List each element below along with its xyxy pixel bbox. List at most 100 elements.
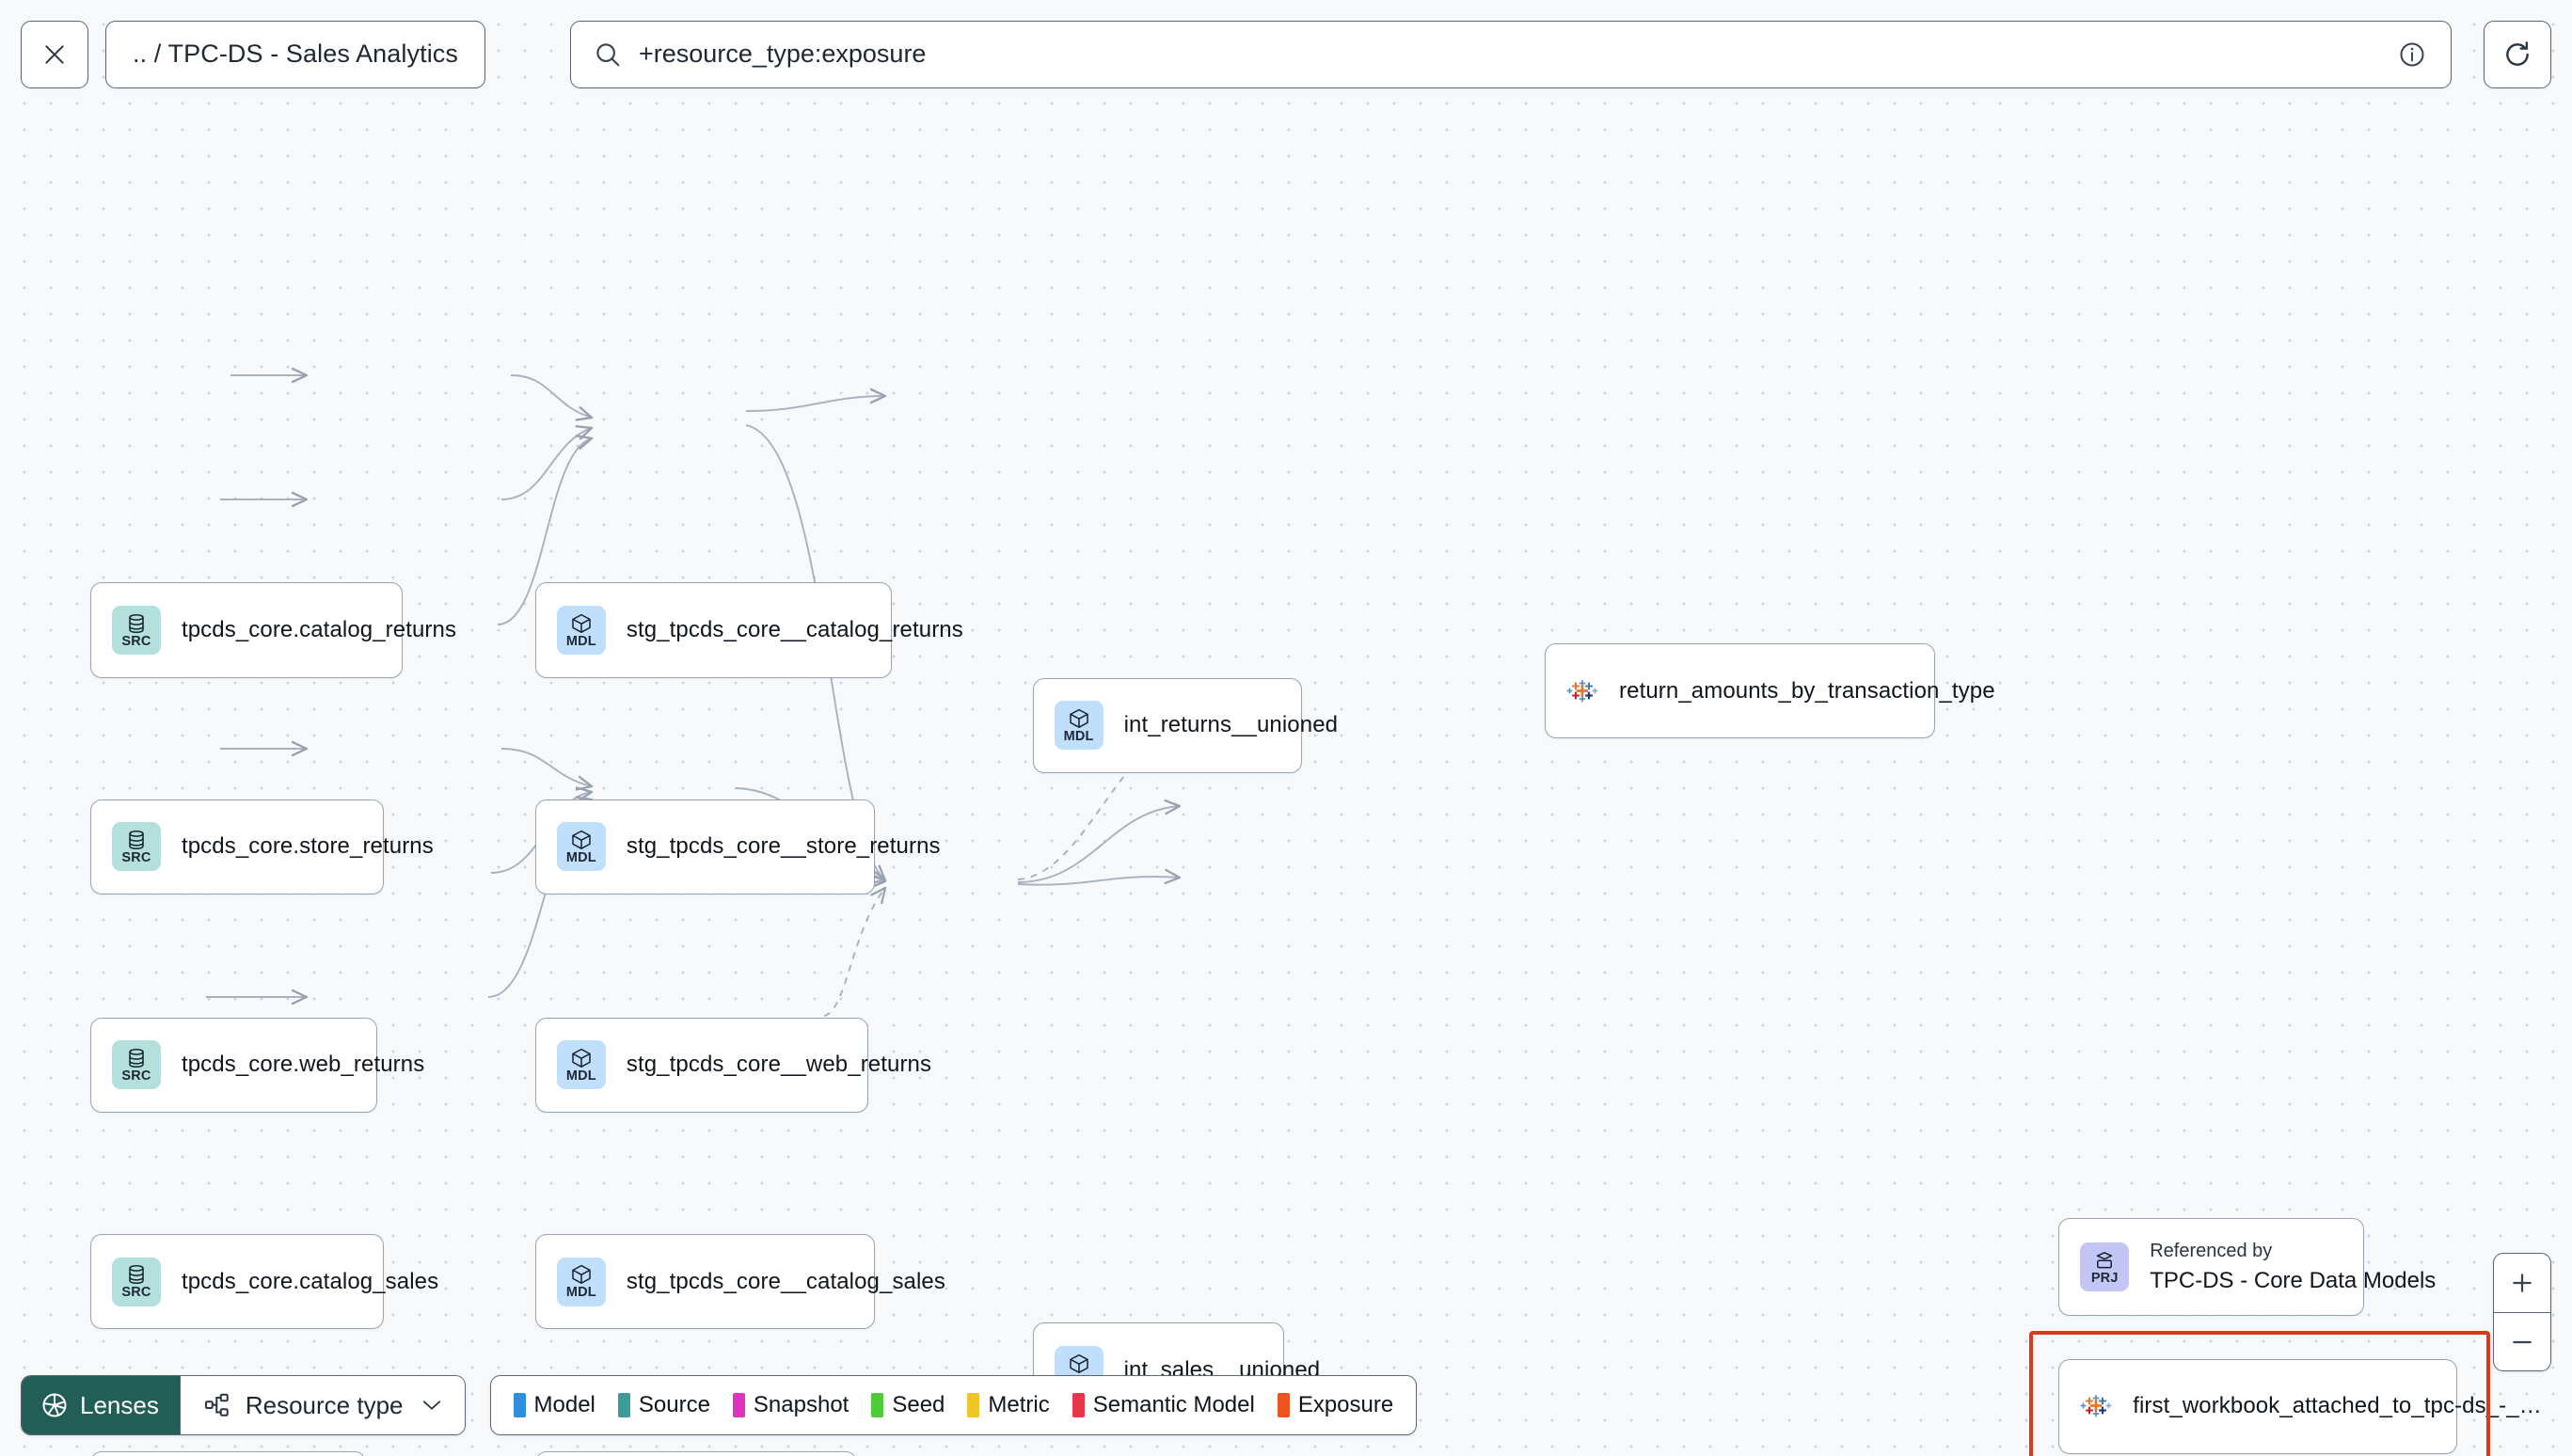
- project-badge: PRJ: [2080, 1242, 2130, 1292]
- bottom-toolbar: Lenses Resource type Model Source Snapshot…: [21, 1375, 1418, 1435]
- cube-icon: [572, 1265, 591, 1285]
- project-stack-icon: [2096, 1251, 2113, 1268]
- graph-node[interactable]: SRC tpcds_core.store_returns: [89, 799, 434, 895]
- zoom-in-button[interactable]: [2494, 1254, 2550, 1312]
- node-relation-label: Referenced by: [2150, 1240, 2273, 1261]
- legend-label: Seed: [892, 1392, 945, 1417]
- badge-text: MDL: [565, 849, 596, 865]
- database-icon: [129, 1048, 144, 1068]
- source-badge: SRC: [111, 1040, 161, 1090]
- database-icon: [129, 1265, 144, 1285]
- graph-node[interactable]: return_amounts_by_transaction_type: [1545, 643, 1995, 739]
- legend-label: Source: [638, 1392, 710, 1417]
- chevron-down-icon: [422, 1401, 440, 1410]
- search-icon: [596, 42, 620, 66]
- lenses-group: Lenses Resource type: [21, 1375, 466, 1435]
- model-badge: MDL: [556, 822, 606, 872]
- legend-swatch: [871, 1393, 884, 1417]
- close-button[interactable]: [21, 20, 88, 88]
- zoom-out-button[interactable]: [2494, 1312, 2550, 1370]
- legend-label: Metric: [988, 1392, 1050, 1417]
- node-label: stg_tpcds_core__catalog_sales: [626, 1268, 945, 1294]
- graph-node[interactable]: MDL int_returns__unioned: [1032, 677, 1338, 773]
- legend-item[interactable]: Metric: [967, 1392, 1050, 1418]
- badge-text: MDL: [565, 1285, 596, 1301]
- resource-type-dropdown[interactable]: Resource type: [179, 1376, 465, 1434]
- node-label: tpcds_core.catalog_returns: [181, 617, 457, 643]
- node-label: tpcds_core.store_returns: [181, 833, 434, 860]
- legend-label: Model: [533, 1392, 595, 1417]
- node-label: int_returns__unioned: [1123, 712, 1339, 738]
- badge-text: SRC: [121, 1068, 151, 1084]
- graph-node[interactable]: MDL stg_tpcds_core__web_returns: [534, 1017, 931, 1114]
- info-icon[interactable]: [2398, 40, 2426, 69]
- model-badge: MDL: [556, 1040, 606, 1090]
- node-label: stg_tpcds_core__store_returns: [626, 833, 941, 860]
- legend-swatch: [1277, 1393, 1290, 1417]
- cube-icon: [572, 1048, 591, 1068]
- legend-swatch: [732, 1393, 745, 1417]
- lenses-label: Lenses: [80, 1390, 159, 1419]
- search-bar[interactable]: +resource_type:exposure: [570, 20, 2452, 88]
- resource-type-legend: Model Source Snapshot Seed Metric Semantic Mo…: [489, 1375, 1418, 1435]
- cube-icon: [572, 613, 591, 633]
- legend-item[interactable]: Exposure: [1277, 1392, 1394, 1418]
- aperture-icon: [42, 1393, 67, 1417]
- source-badge: SRC: [111, 606, 161, 656]
- zoom-controls: [2493, 1253, 2551, 1371]
- cube-icon: [1069, 708, 1088, 728]
- legend-item[interactable]: Model: [513, 1392, 595, 1418]
- legend-item[interactable]: Source: [617, 1392, 710, 1418]
- node-body: Referenced by TPC-DS - Core Data Models: [2150, 1240, 2437, 1294]
- refresh-button[interactable]: [2484, 20, 2551, 88]
- legend-swatch: [617, 1393, 630, 1417]
- graph-node[interactable]: first_workbook_attached_to_tpc-ds_-_…: [2058, 1358, 2542, 1455]
- node-label: tpcds_core.web_returns: [181, 1052, 425, 1078]
- selection-highlight: [2028, 1331, 2491, 1456]
- graph-node[interactable]: MDL stg_tpcds_core__store_returns: [534, 799, 941, 895]
- badge-text: SRC: [121, 849, 151, 865]
- node-label: TPC-DS - Core Data Models: [2150, 1267, 2437, 1293]
- refresh-icon: [2506, 40, 2529, 66]
- source-badge: SRC: [111, 822, 161, 872]
- legend-swatch: [967, 1393, 980, 1417]
- lenses-button[interactable]: Lenses: [22, 1376, 180, 1434]
- legend-label: Exposure: [1297, 1392, 1394, 1417]
- resource-type-label: Resource type: [245, 1390, 404, 1419]
- tableau-exposure-icon: [1566, 679, 1598, 702]
- graph-node[interactable]: SRC tpcds_core.catalog_returns: [89, 582, 456, 678]
- legend-item[interactable]: Seed: [871, 1392, 945, 1418]
- model-badge: MDL: [556, 1257, 606, 1306]
- node-label: stg_tpcds_core__web_returns: [626, 1052, 932, 1078]
- badge-text: MDL: [565, 633, 596, 649]
- tableau-exposure-icon: [2080, 1395, 2112, 1417]
- model-badge: MDL: [556, 606, 606, 656]
- legend-swatch: [1072, 1393, 1085, 1417]
- graph-node[interactable]: SRC tpcds_core.web_returns: [89, 1017, 424, 1114]
- legend-label: Semantic Model: [1092, 1392, 1255, 1417]
- source-badge: SRC: [111, 1257, 161, 1306]
- node-label: stg_tpcds_core__catalog_returns: [626, 617, 963, 643]
- database-icon: [129, 830, 144, 849]
- legend-item[interactable]: Semantic Model: [1072, 1392, 1255, 1418]
- close-icon: [45, 44, 64, 64]
- legend-item[interactable]: Snapshot: [732, 1392, 849, 1418]
- badge-text: MDL: [565, 1068, 596, 1084]
- breadcrumb[interactable]: .. / TPC-DS - Sales Analytics: [105, 20, 486, 88]
- legend-label: Snapshot: [753, 1392, 849, 1417]
- graph-node[interactable]: PRJ Referenced by TPC-DS - Core Data Model…: [2058, 1217, 2437, 1317]
- search-input[interactable]: +resource_type:exposure: [639, 40, 927, 68]
- minus-icon: [2513, 1340, 2532, 1343]
- graph-node[interactable]: MDL stg_tpcds_core__catalog_returns: [534, 582, 963, 678]
- legend-swatch: [513, 1393, 526, 1417]
- node-label: first_workbook_attached_to_tpc-ds_-_…: [2133, 1393, 2542, 1419]
- graph-node[interactable]: MDL stg_tpcds_core__catalog_sales: [534, 1234, 945, 1330]
- top-toolbar: .. / TPC-DS - Sales Analytics +resource_…: [0, 0, 2572, 108]
- badge-text: SRC: [121, 1285, 151, 1301]
- badge-text: MDL: [1063, 728, 1094, 744]
